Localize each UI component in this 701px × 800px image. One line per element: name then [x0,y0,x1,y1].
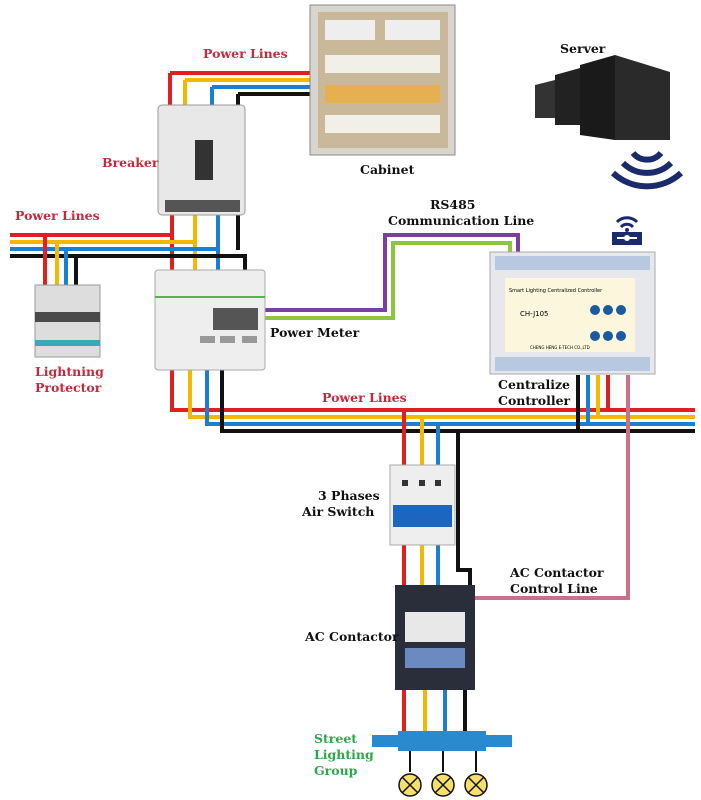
main-line-red [170,370,695,412]
main-line-yellow [188,370,695,419]
lamp-icon [398,773,488,797]
wire [456,431,472,735]
label-power-lines-top: Power Lines [203,46,288,61]
controller-title: Smart Lighting Centralized Controller [509,288,603,294]
left-line-blue [10,215,220,275]
rs485-line-b [265,241,512,320]
cabinet [309,4,456,156]
label-lightning: Lightning [35,364,104,379]
ac-contactor [395,585,475,690]
main-line-blue [205,370,695,426]
label-centralize: Centralize [498,377,570,392]
label-cabinet: Cabinet [360,162,415,177]
label-street: Street [314,731,357,746]
label-3-phases: 3 Phases [318,488,380,503]
lightning-protector [34,284,101,358]
contactor-control-line [470,375,630,600]
label-power-lines-left: Power Lines [15,208,100,223]
air-switch [389,464,456,546]
wire [236,92,310,250]
label-power-lines-main: Power Lines [322,390,407,405]
router-icon [612,216,642,245]
label-control-line: Control Line [510,581,598,596]
label-ac-contactor-control: AC Contactor [509,565,604,580]
left-line-red [10,215,174,275]
controller-model: CH-J105 [520,310,549,318]
wire [183,78,310,108]
server-icon [535,55,670,140]
label-power-meter: Power Meter [270,325,360,340]
label-controller: Controller [498,393,571,408]
label-ac-contactor: AC Contactor [304,629,399,644]
rs485-line-a [265,233,520,312]
label-group: Group [314,763,358,778]
label-breaker: Breaker [102,155,159,170]
label-rs485: RS485 [430,197,476,212]
left-line-yellow [10,215,197,275]
label-lighting: Lighting [314,747,374,762]
label-protector: Protector [35,380,102,395]
power-meter [154,269,266,371]
street-lighting-group [372,731,512,772]
label-air-switch: Air Switch [301,504,374,519]
wire [436,424,447,735]
wires [10,71,695,735]
controller-brand: CHENG HENG E-TECH CO.,LTD [530,345,590,350]
main-line-black [220,370,695,433]
wifi-icon [610,150,684,190]
breaker [157,104,246,216]
label-server: Server [560,41,606,56]
wire [420,417,427,735]
centralized-controller: Smart Lighting Centralized Controller CH… [489,251,656,375]
label-communication-line: Communication Line [388,213,534,228]
top-power-lines [170,71,310,96]
left-line-black [10,254,247,275]
